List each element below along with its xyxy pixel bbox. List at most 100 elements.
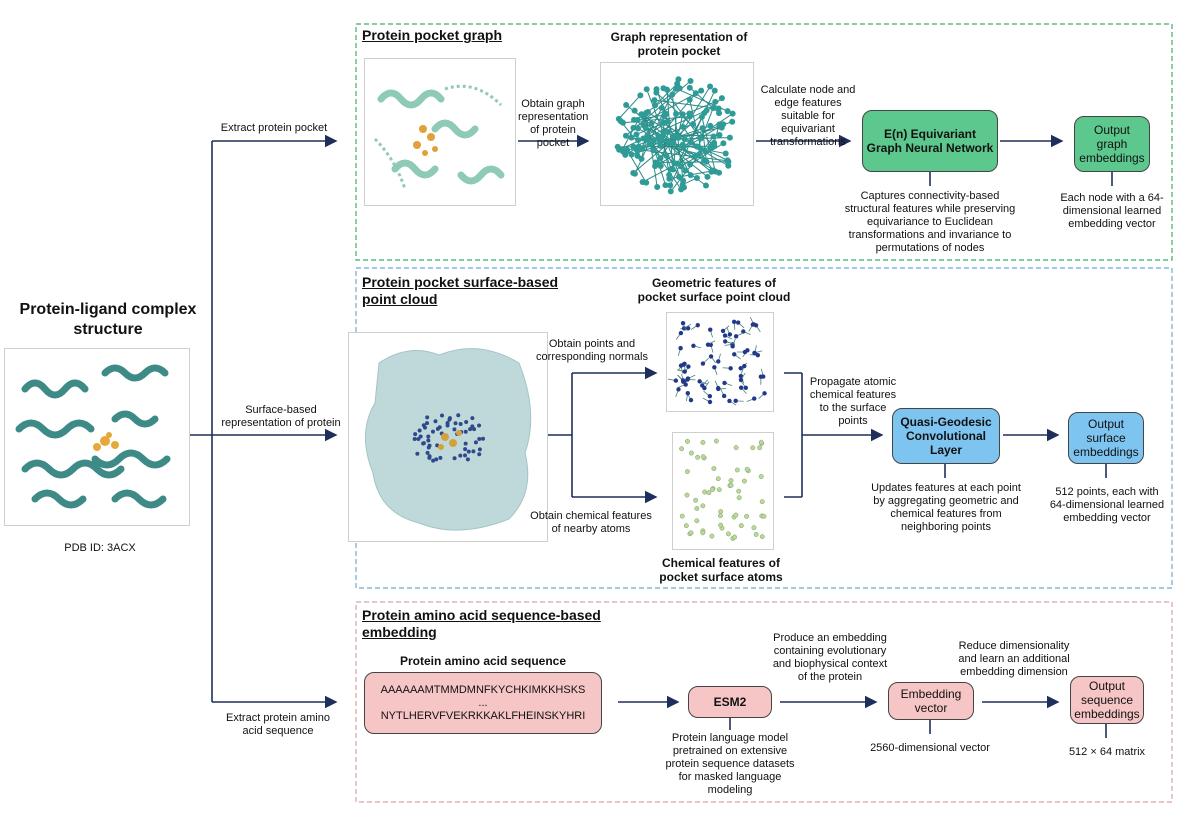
graph-node-dot — [716, 132, 723, 139]
surface-point — [733, 334, 739, 339]
surface-point — [751, 322, 756, 327]
surface-point — [762, 391, 767, 396]
graph-edge — [676, 112, 705, 164]
surface-point — [743, 385, 748, 390]
chem-atom-point — [683, 523, 689, 529]
chem-point-cloud-image — [672, 432, 774, 550]
embedding-vector-description: 2560-dimensional vector — [870, 742, 990, 754]
graph-node-dot — [715, 105, 722, 112]
chem-atom-point — [753, 532, 759, 537]
surface-point — [678, 363, 684, 368]
surface-point — [742, 363, 747, 369]
protein-complex-image — [4, 348, 190, 526]
chem-atom-point — [718, 522, 724, 528]
pocket-surface-point — [426, 445, 431, 450]
graph-title: Graph representation of protein pocket — [610, 30, 748, 58]
graph-node-dot — [639, 145, 646, 152]
graph-node-dot — [666, 175, 673, 182]
geo-point-cloud-image — [666, 312, 774, 412]
surface-point — [686, 364, 691, 369]
pdb-id: PDB ID: 3ACX — [64, 542, 136, 554]
pocket-surface-point — [425, 421, 430, 426]
surface-point — [707, 399, 713, 405]
label-surface: Surface-based representation of protein — [221, 404, 341, 429]
esm-node: ESM2 — [688, 686, 772, 718]
graph-node-dot — [665, 138, 672, 145]
graph-node-dot — [701, 110, 708, 117]
chem-atom-point — [750, 445, 756, 451]
egnn-description: Captures connectivity-based structural f… — [844, 190, 1016, 254]
label-extract-sequence: Extract protein amino acid sequence — [226, 712, 330, 737]
surface-point — [716, 359, 721, 364]
pocket-surface-point — [473, 440, 478, 445]
chem-atom-point — [758, 474, 764, 479]
left-title: Protein-ligand complex structure — [19, 301, 197, 338]
graph-node-dot — [724, 157, 731, 164]
step-produce: Produce an embedding containing evolutio… — [772, 632, 888, 683]
graph-node-dot — [642, 124, 649, 131]
graph-node-dot — [631, 170, 638, 177]
graph-node-dot — [720, 121, 727, 128]
surface-point — [685, 377, 690, 382]
pocket-surface-point — [425, 415, 430, 420]
graph-node-dot — [693, 143, 700, 150]
graph-node-dot — [712, 98, 719, 105]
graph-node-dot — [673, 110, 680, 117]
graph-node-dot — [657, 155, 664, 162]
surface-point — [761, 374, 766, 379]
graph-node-dot — [693, 175, 700, 182]
surface-point — [735, 320, 741, 325]
pocket-surface-point — [412, 437, 417, 442]
surface-point — [680, 378, 686, 383]
chem-point-cloud-render — [679, 438, 767, 541]
sequence-title: Protein amino acid sequence — [399, 654, 567, 668]
graph-node-dot — [692, 90, 699, 97]
graph-node-dot — [670, 132, 677, 139]
surface-point — [722, 380, 727, 386]
pocket-surface-point — [458, 453, 463, 458]
chem-atom-point — [709, 533, 715, 539]
graph-node-dot — [628, 151, 635, 158]
graph-node-dot — [660, 128, 667, 135]
graph-node-dot — [650, 147, 657, 154]
pocket-surface-point — [463, 453, 468, 458]
graph-node-dot — [630, 124, 637, 131]
surface-point — [700, 361, 706, 366]
pocket-surface-point — [426, 438, 431, 443]
graph-node-dot — [658, 104, 665, 111]
graph-node-dot — [668, 165, 675, 172]
graph-node-dot — [686, 96, 693, 103]
surface-point — [722, 339, 728, 344]
pocket-surface-point — [438, 455, 443, 460]
pocket-surface-point — [468, 427, 473, 432]
chem-atom-point — [718, 509, 724, 515]
step-propagate: Propagate atomic chemical features to th… — [809, 376, 897, 427]
chem-atom-point — [688, 530, 694, 536]
graph-node-dot — [638, 155, 645, 162]
pocket-surface-point — [431, 458, 436, 463]
surface-point — [727, 332, 733, 337]
surface-point — [732, 352, 737, 357]
pocket-surface-point — [477, 437, 482, 442]
graph-node-dot — [702, 148, 709, 155]
pocket-surface-point — [417, 428, 422, 433]
pocket-surface-point — [477, 452, 482, 457]
graph-node-dot — [643, 86, 650, 93]
egnn-node: E(n) Equivariant Graph Neural Network — [862, 110, 998, 172]
chem-atom-point — [700, 530, 706, 536]
graph-node-dot — [707, 83, 714, 90]
chem-title: Chemical features of pocket surface atom… — [659, 556, 783, 584]
surface-point — [733, 398, 738, 404]
chem-atom-point — [733, 512, 739, 518]
chem-atom-point — [700, 440, 706, 445]
graph-node-dot — [682, 167, 689, 174]
graph-node-dot — [687, 172, 694, 179]
pocket-surface-point — [434, 457, 439, 462]
surface-output-description: 512 points, each with 64-dimensional lea… — [1049, 486, 1165, 524]
chem-atom-point — [684, 469, 690, 475]
surface-point — [755, 352, 761, 358]
pocket-surface-point — [477, 423, 482, 428]
chem-atom-point — [706, 490, 712, 496]
graph-node-dot — [630, 143, 637, 150]
graph-node-dot — [640, 135, 647, 142]
